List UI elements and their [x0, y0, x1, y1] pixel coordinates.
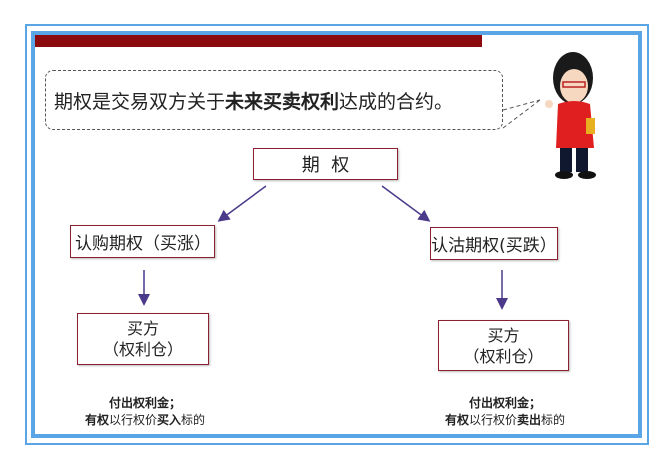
call-buyer-box: 买方 （权利仓）: [77, 313, 209, 365]
put-note-end: 标的: [541, 413, 566, 427]
arrow-to-put: [381, 185, 431, 222]
option-root-box: 期 权: [253, 148, 398, 180]
call-note-line1: 付出权利金；: [108, 396, 181, 410]
put-note-action: 卖出: [517, 413, 542, 427]
bubble-tail: [502, 99, 541, 129]
put-note-mid: 以行权价: [468, 413, 517, 427]
put-buyer-position: （权利仓）: [463, 346, 544, 366]
call-option-box: 认购期权（买涨）: [70, 225, 215, 258]
call-buyer-position: （权利仓）: [102, 340, 183, 359]
put-note-right: 有权: [444, 413, 469, 427]
inner-frame: [31, 31, 642, 438]
definition-bubble: 期权是交易双方关于未来买卖权利达成的合约。: [45, 70, 503, 130]
put-option-box: 认沽期权(买跌）: [430, 227, 558, 260]
definition-pre: 期权是交易双方关于: [54, 90, 226, 113]
call-note-action: 买入: [157, 413, 182, 427]
call-note-right: 有权: [84, 413, 109, 427]
title-bar: [35, 35, 482, 47]
cartoon-teacher-icon: [545, 52, 596, 179]
put-buyer-note: 付出权利金； 有权以行权价卖出标的: [420, 395, 590, 429]
call-buyer-label: 买方: [126, 319, 159, 338]
put-buyer-label: 买方: [487, 325, 520, 345]
outer-frame: [25, 24, 649, 445]
call-buyer-note: 付出权利金； 有权以行权价买入标的: [60, 395, 230, 429]
call-title: 认购期权（买涨）: [75, 234, 211, 254]
put-buyer-box: 买方 （权利仓）: [438, 320, 569, 371]
definition-bold: 未来买卖权利: [225, 90, 340, 113]
definition-post: 达成的合约。: [339, 90, 454, 113]
put-note-line1: 付出权利金；: [468, 396, 541, 410]
put-title: 认沽期权(买跌）: [431, 236, 557, 256]
root-label: 期 权: [301, 155, 350, 176]
arrow-to-call: [217, 185, 267, 222]
call-note-mid: 以行权价: [108, 413, 157, 427]
call-note-end: 标的: [181, 413, 206, 427]
